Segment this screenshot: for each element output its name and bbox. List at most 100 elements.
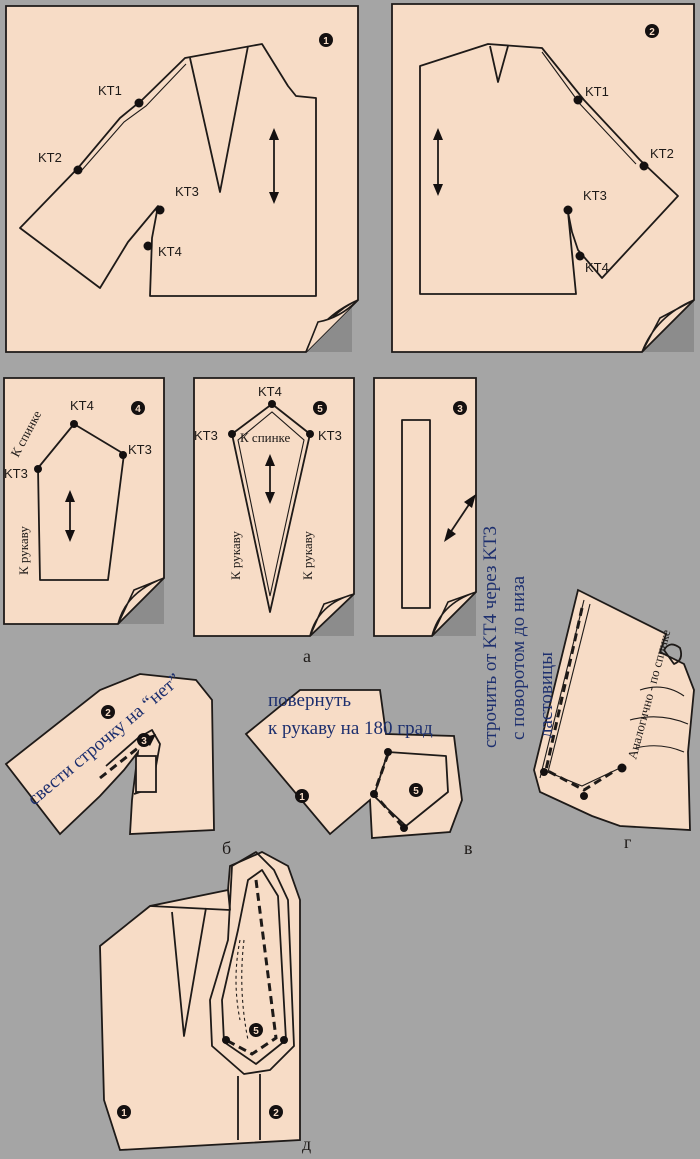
panel-5-number: 5 xyxy=(317,404,323,415)
panel-2-kt3-label: KT3 xyxy=(583,188,607,203)
stage-g-stitch xyxy=(544,607,617,792)
panel-2-number-badge xyxy=(645,24,659,38)
panel-4-fold xyxy=(117,577,165,625)
stage-d-dot-1 xyxy=(280,1036,288,1044)
panel-5-kt3-right-dot xyxy=(306,430,314,438)
panel-1-number: 1 xyxy=(323,36,329,47)
panel-2-fold xyxy=(641,299,695,353)
stage-d-gusset-inner-stitch xyxy=(235,939,249,1041)
panel-1: 1 KT1 KT2 KT3 KT4 xyxy=(5,5,359,353)
stage-g-dot-1 xyxy=(540,768,548,776)
stage-b-strip xyxy=(135,755,157,793)
stage-d: 5 1 2 д xyxy=(99,850,311,1154)
panel-2-kt3-dot xyxy=(563,205,573,215)
stage-d-number-2: 2 xyxy=(273,1108,279,1119)
panel-5: 5 KT4 KT3 KT3 К спинке К рукаву К рукаву xyxy=(193,377,355,637)
stage-b-stitch xyxy=(99,738,149,780)
stage-letter-b: б xyxy=(222,838,231,858)
panel-5-fold xyxy=(309,593,355,637)
panel-2-number: 2 xyxy=(649,27,655,38)
kt2-dot xyxy=(73,165,83,175)
stage-letter-g: г xyxy=(624,832,631,852)
stage-v-note-line1: повернуть xyxy=(268,690,351,711)
panel-2-kt1-dot xyxy=(573,95,583,105)
stage-b-number-2-badge xyxy=(101,705,115,719)
panel-5-gusset-inner xyxy=(237,411,305,597)
stage-v-note-line2: к рукаву на 180 град xyxy=(268,718,433,739)
stage-g: Аналогично - по спинке строчить от KT4 ч… xyxy=(480,526,695,852)
stage-v-dot-top xyxy=(384,748,392,756)
stage-d-number-2-badge xyxy=(269,1105,283,1119)
panel-5-number-badge xyxy=(313,401,327,415)
panel-3: 3 xyxy=(373,377,477,637)
stage-b-number-2: 2 xyxy=(105,708,111,719)
panel-2-paper xyxy=(391,3,695,353)
kt1-label: KT1 xyxy=(98,83,122,98)
panel-5-kt4-label: KT4 xyxy=(258,384,282,399)
panel-4-paper xyxy=(3,377,165,625)
kt1-dot xyxy=(134,98,144,108)
panel-1-paper xyxy=(5,5,359,353)
panel-3-number: 3 xyxy=(457,404,463,415)
panel-2-grain-arrow xyxy=(433,128,443,196)
stage-v-piece xyxy=(244,689,463,839)
panel-4-gusset-outline xyxy=(37,423,125,581)
panel-3-strip xyxy=(401,419,431,609)
panel-1-inner-seam xyxy=(81,63,187,171)
stage-g-folds xyxy=(629,686,689,753)
panel-4-number: 4 xyxy=(135,404,141,415)
panel-2-outline xyxy=(419,43,679,295)
stage-b: 2 3 свести строчку на “нет” б xyxy=(4,670,231,858)
panel-3-number-badge xyxy=(453,401,467,415)
panel-5-kt3-left-label: KT3 xyxy=(194,428,218,443)
panel-4-kt3-left-label: KT3 xyxy=(4,466,28,481)
panel-5-kt4-dot xyxy=(268,400,276,408)
panel-5-grain-arrow xyxy=(265,454,275,504)
panel-1-grain-arrow xyxy=(269,128,279,204)
panel-4-kt3-right-dot xyxy=(119,451,127,459)
stage-d-side-seam xyxy=(237,1074,261,1140)
stage-letter-d: д xyxy=(302,1134,311,1154)
stage-d-number-5-badge xyxy=(249,1023,263,1037)
panel-1-dart xyxy=(189,45,249,193)
panel-3-fold xyxy=(431,591,477,637)
stage-g-button xyxy=(663,643,683,665)
panel-4-kt4-label: KT4 xyxy=(70,398,94,413)
panel-5-kt3-right-label: KT3 xyxy=(318,428,342,443)
panel-2-dart xyxy=(489,45,509,83)
panel-5-kt3-left-dot xyxy=(228,430,236,438)
stage-b-number-3: 3 xyxy=(141,736,147,747)
stage-g-outline-1 xyxy=(539,599,585,779)
stage-d-dot-2 xyxy=(222,1036,230,1044)
panel-2-kt4-label: KT4 xyxy=(585,260,609,275)
panel-2-kt2-label: KT2 xyxy=(650,146,674,161)
panel-2-kt1-label: KT1 xyxy=(585,84,609,99)
panel-5-to-sleeve-left-label: К рукаву xyxy=(228,531,243,580)
stage-letter-a: а xyxy=(303,646,311,666)
stage-d-number-5: 5 xyxy=(253,1026,259,1037)
stage-g-dot-2 xyxy=(580,792,588,800)
kt3-dot xyxy=(155,205,165,215)
panel-4-grain-arrow xyxy=(65,490,75,542)
stage-d-dart xyxy=(171,907,207,1037)
stage-v: 1 5 повернуть к рукаву на 180 град в xyxy=(244,689,473,858)
panel-5-to-back-label: К спинке xyxy=(240,430,291,445)
stage-b-number-3-badge xyxy=(137,733,151,747)
stage-b-piece xyxy=(4,673,215,836)
kt4-dot xyxy=(143,241,153,251)
panel-1-number-badge xyxy=(319,33,333,47)
stage-d-sleeve-gusset-frame xyxy=(209,851,295,1075)
panel-4-kt4-dot xyxy=(70,420,78,428)
kt2-label: KT2 xyxy=(38,150,62,165)
panel-1-fold-edge xyxy=(305,299,359,353)
panel-5-to-sleeve-right-label: К рукаву xyxy=(300,531,315,580)
stage-v-number-1-badge xyxy=(295,789,309,803)
stage-d-number-1-badge xyxy=(117,1105,131,1119)
stage-g-note-line2: с поворотом до низа xyxy=(508,575,529,740)
stage-d-number-1: 1 xyxy=(121,1108,127,1119)
stage-v-dot-mid xyxy=(370,790,378,798)
panel-2: 2 KT1 KT2 KT3 KT4 xyxy=(391,3,695,353)
stage-d-garment xyxy=(99,850,301,1151)
